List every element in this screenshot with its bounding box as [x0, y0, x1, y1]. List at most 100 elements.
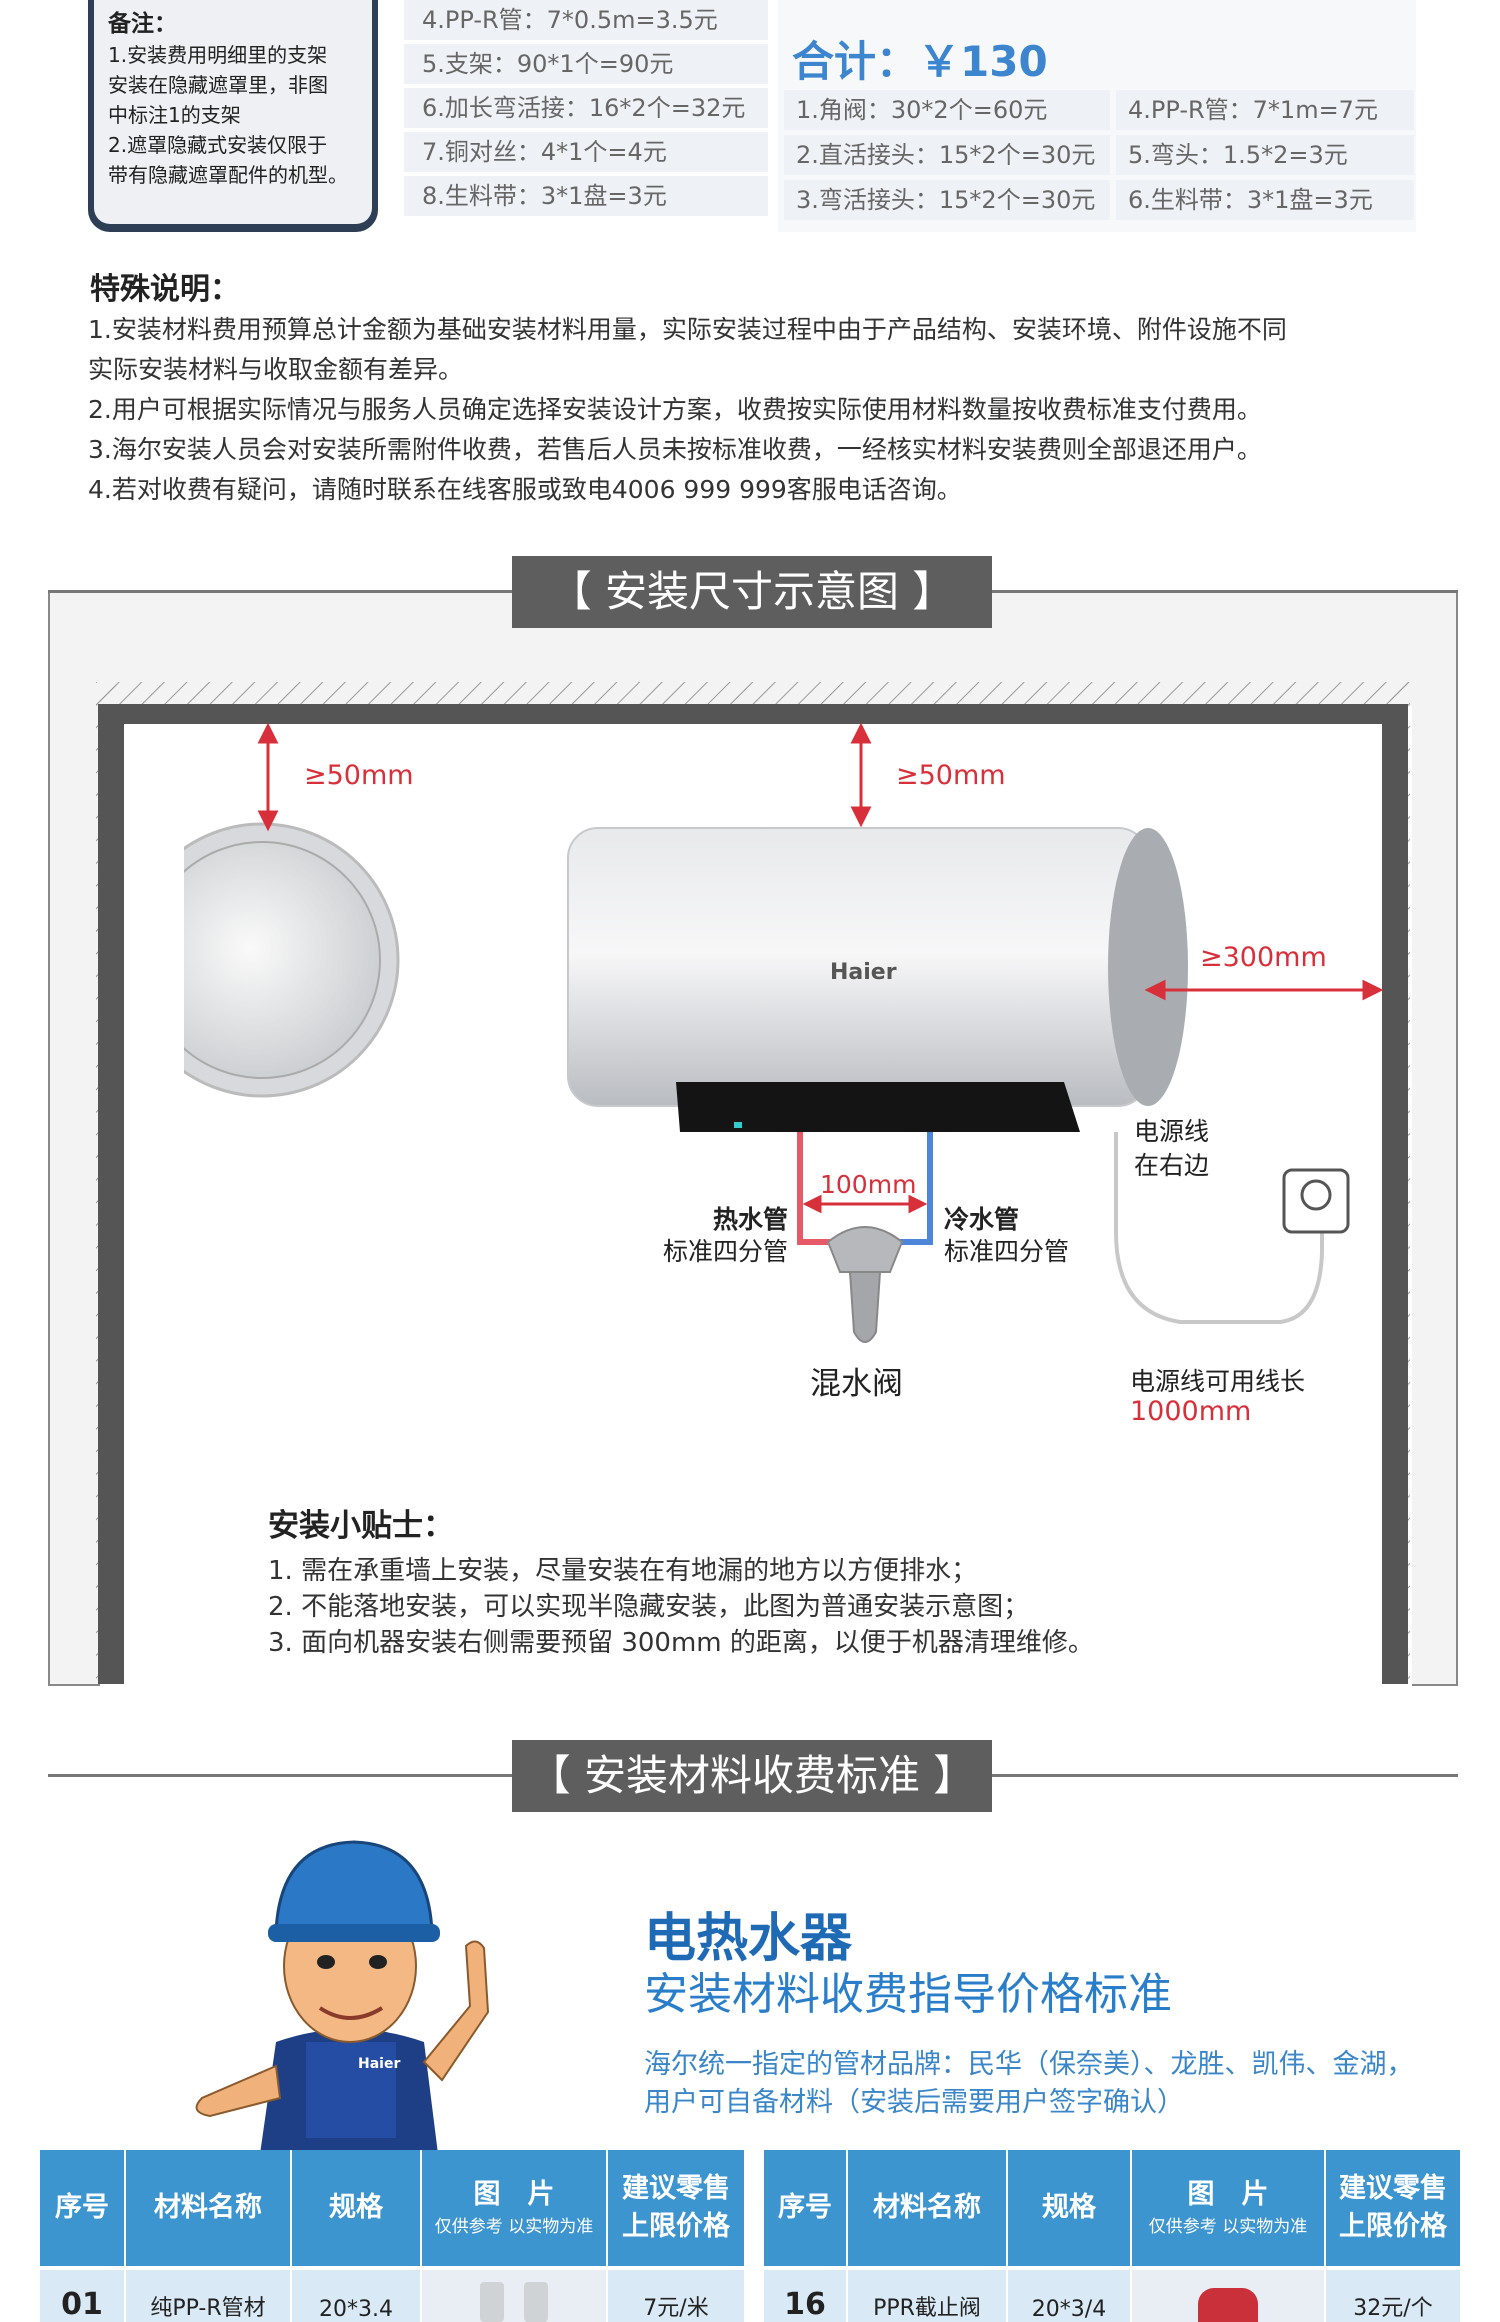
td-price: 7元/米: [643, 2296, 709, 2321]
tips-line: 1. 需在承重墙上安装，尽量安装在有地漏的地方以方便排水；: [268, 1556, 978, 1586]
th-spec: 规格: [292, 2150, 422, 2266]
td-pic: [1132, 2270, 1326, 2322]
td-spec: 20*3.4: [292, 2270, 422, 2322]
materials-note: 用户可自备材料（安装后需要用户签字确认）: [644, 2087, 1184, 2118]
power-cord: [1114, 1132, 1324, 1324]
th-name: 材料名称: [848, 2150, 1008, 2266]
materials-title: 电热水器: [644, 1909, 853, 1969]
top-left-gap-label: ≥50mm: [304, 760, 414, 791]
valve-image: [1198, 2288, 1258, 2322]
wall-left: [98, 704, 124, 1684]
top-gap-label: ≥50mm: [896, 760, 1006, 791]
control-panel: [676, 1082, 1080, 1132]
wall-right: [1382, 704, 1408, 1684]
section-banner-diagram: 【 安装尺寸示意图 】: [512, 556, 992, 628]
diagram-graphics: [96, 682, 1410, 1684]
note-box: 备注： 1.安装费用明细里的支架 安装在隐藏遮罩里，非图 中标注1的支架 2.遮…: [88, 0, 378, 232]
pipe-gap-arrow: [802, 1194, 928, 1214]
price-item: 2.直活接头：15*2个=30元: [784, 135, 1110, 175]
price-item: 6.生料带：3*1盘=3元: [1116, 180, 1414, 220]
price-item: 7.铜对丝：4*1个=4元: [404, 132, 768, 172]
th-price-1: 建议零售: [1339, 2173, 1447, 2204]
gap-arrow-right: [1144, 979, 1384, 1001]
pipe-image: [524, 2282, 548, 2322]
td-price: 32元/个: [1353, 2296, 1433, 2321]
th-price-2: 上限价格: [622, 2211, 730, 2242]
right-gap-label: ≥300mm: [1200, 942, 1327, 973]
worker-badge: Haier: [358, 2056, 401, 2072]
table-row: 01 纯PP-R管材 20*3.4 7元/米: [40, 2270, 744, 2322]
pipe-image: [480, 2282, 504, 2322]
special-line: 4.若对收费有疑问，请随时联系在线客服或致电4006 999 999客服电话咨询…: [88, 475, 962, 504]
price-item: 5.弯头：1.5*2=3元: [1116, 135, 1414, 175]
gap-arrow-top-left: [257, 722, 279, 832]
mirror: [124, 812, 400, 1112]
special-line: 3.海尔安装人员会对安装所需附件收费，若售后人员未按标准收费，一经核实材料安装费…: [88, 435, 1262, 464]
price-item: 5.支架：90*1个=90元: [404, 44, 768, 84]
td-no: 01: [40, 2270, 126, 2322]
th-pic-note: 仅供参考 以实物为准: [434, 2217, 594, 2237]
th-price-1: 建议零售: [622, 2173, 730, 2204]
cord-length-label: 电源线可用线长: [1130, 1367, 1306, 1396]
table-header-right: 序号 材料名称 规格 图 片 仅供参考 以实物为准 建议零售 上限价格: [764, 2150, 1460, 2266]
special-line: 实际安装材料与收取金额有差异。: [88, 355, 464, 384]
td-name: 纯PP-R管材: [126, 2270, 292, 2322]
table-row: 16 PPR截止阀 20*3/4 32元/个: [764, 2270, 1460, 2322]
special-title: 特殊说明：: [90, 272, 240, 307]
th-pic: 图 片 仅供参考 以实物为准: [1132, 2150, 1326, 2266]
install-diagram: ≥50mm ≥50mm ≥300mm Haier 100mm 热水管 标准四分管…: [48, 590, 1458, 1688]
mixer-valve: [826, 1226, 904, 1343]
th-name: 材料名称: [126, 2150, 292, 2266]
td-no: 16: [764, 2270, 848, 2322]
th-price: 建议零售 上限价格: [1326, 2150, 1460, 2266]
hot-pipe-spec: 标准四分管: [662, 1237, 788, 1266]
total-price: 合计：￥130: [792, 37, 1048, 86]
price-item: 1.角阀：30*2个=60元: [784, 90, 1110, 130]
th-price-2: 上限价格: [1339, 2211, 1447, 2242]
price-item: 8.生料带：3*1盘=3元: [404, 176, 768, 216]
wall-top: [98, 704, 1408, 724]
cord-length-value: 1000mm: [1130, 1396, 1252, 1427]
mixer-label: 混水阀: [810, 1366, 903, 1402]
special-line: 1.安装材料费用预算总计金额为基础安装材料用量，实际安装过程中由于产品结构、安装…: [88, 315, 1287, 344]
gap-arrow-top: [850, 722, 872, 828]
materials-note: 海尔统一指定的管材品牌：民华（保奈美）、龙胜、凯伟、金湖，: [644, 2049, 1414, 2080]
pipe-gap-label: 100mm: [820, 1170, 917, 1199]
cord-side-label-2: 在右边: [1134, 1151, 1210, 1180]
hot-pipe-label: 热水管: [712, 1205, 788, 1234]
td-pic: [422, 2270, 608, 2322]
price-item: 4.PP-R管：7*1m=7元: [1116, 90, 1414, 130]
note-line: 中标注1的支架: [108, 103, 241, 127]
price-item: 4.PP-R管：7*0.5m=3.5元: [404, 0, 768, 40]
water-heater: [567, 827, 1188, 1132]
td-spec: 20*3/4: [1008, 2270, 1132, 2322]
table-header-left: 序号 材料名称 规格 图 片 仅供参考 以实物为准 建议零售 上限价格: [40, 2150, 744, 2266]
cold-pipe-spec: 标准四分管: [944, 1237, 1070, 1266]
th-no: 序号: [764, 2150, 848, 2266]
power-socket: [1282, 1168, 1350, 1234]
tips-title: 安装小贴士：: [268, 1508, 454, 1544]
cold-pipe-label: 冷水管: [944, 1205, 1020, 1234]
price-item: 6.加长弯活接：16*2个=32元: [404, 88, 768, 128]
th-pic: 图 片 仅供参考 以实物为准: [422, 2150, 608, 2266]
price-item: 3.弯活接头：15*2个=30元: [784, 180, 1110, 220]
tips-line: 3. 面向机器安装右侧需要预留 300mm 的距离，以便于机器清理维修。: [268, 1628, 1094, 1658]
special-line: 2.用户可根据实际情况与服务人员确定选择安装设计方案，收费按实际使用材料数量按收…: [88, 395, 1262, 424]
section-banner-materials: 【 安装材料收费标准 】: [512, 1740, 992, 1812]
brand-logo: Haier: [830, 960, 897, 985]
materials-subtitle: 安装材料收费指导价格标准: [644, 1969, 1172, 2020]
note-line: 1.安装费用明细里的支架: [108, 43, 328, 67]
th-no: 序号: [40, 2150, 126, 2266]
note-line: 安装在隐藏遮罩里，非图: [108, 73, 328, 97]
td-name: PPR截止阀: [848, 2270, 1008, 2322]
th-spec: 规格: [1008, 2150, 1132, 2266]
th-pic-label: 图 片: [1187, 2179, 1269, 2210]
note-title: 备注：: [108, 11, 177, 37]
th-pic-note: 仅供参考 以实物为准: [1148, 2217, 1308, 2237]
th-price: 建议零售 上限价格: [608, 2150, 744, 2266]
note-line: 2.遮罩隐藏式安装仅限于: [108, 133, 328, 157]
tips-line: 2. 不能落地安装，可以实现半隐藏安装，此图为普通安装示意图；: [268, 1592, 1030, 1622]
worker-illustration: [195, 1840, 490, 2154]
cord-side-label: 电源线: [1134, 1117, 1210, 1146]
th-pic-label: 图 片: [473, 2179, 555, 2210]
